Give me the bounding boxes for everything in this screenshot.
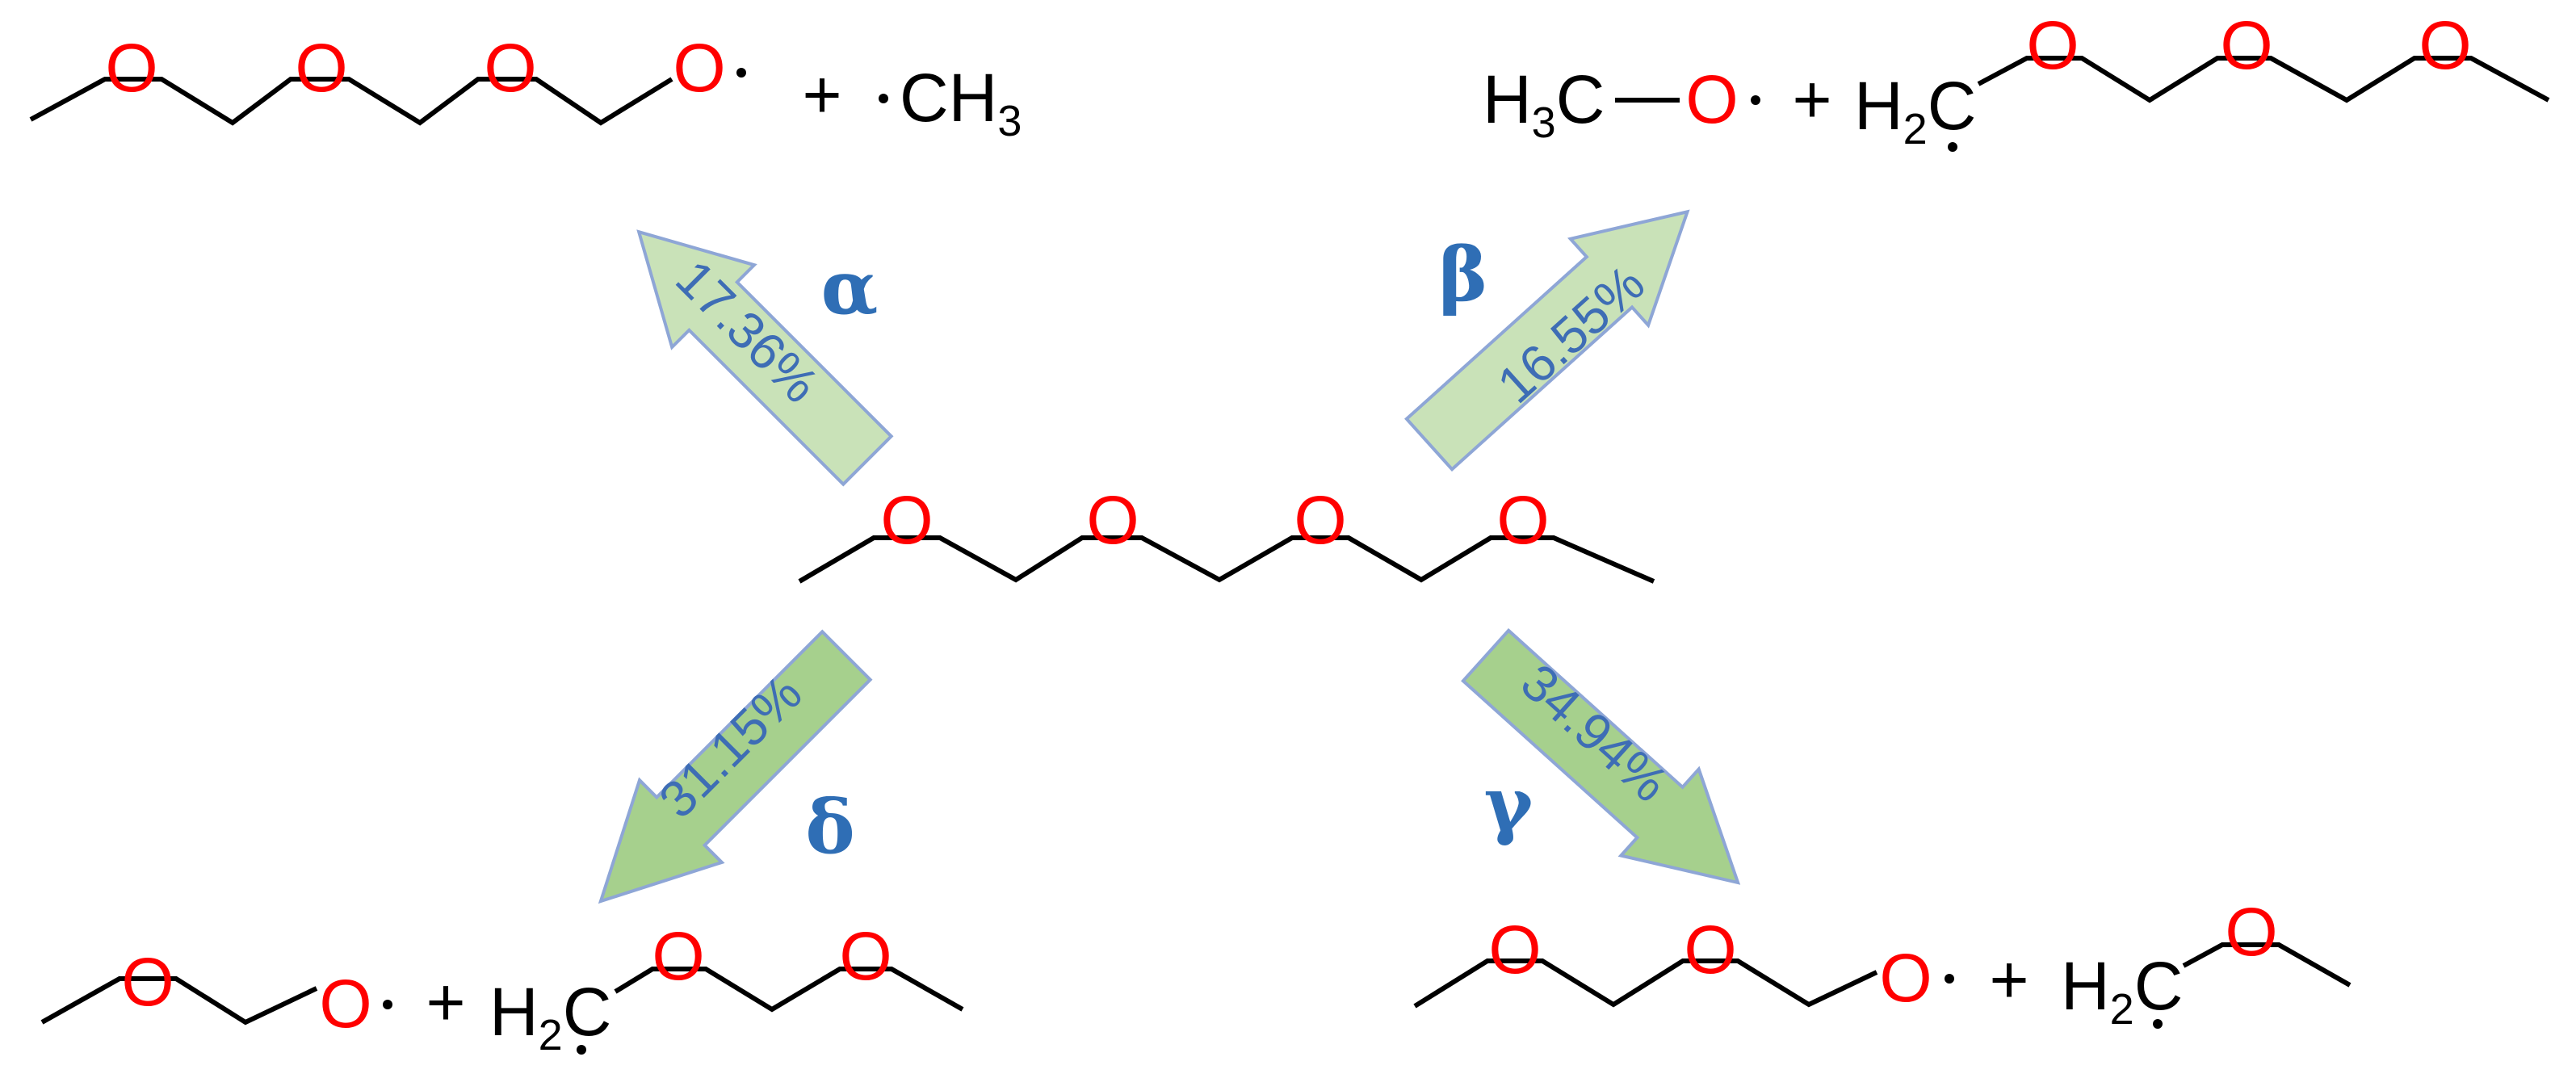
center-atom-o2: O bbox=[1086, 482, 1139, 558]
beta-arrow: 16.55% bbox=[1404, 209, 1690, 472]
gamma-greek-label: γ bbox=[1484, 761, 1534, 848]
delta-arrow-shape bbox=[598, 629, 873, 904]
alpha-radical-dot-1 bbox=[736, 68, 746, 78]
beta-atom-o2: O bbox=[2220, 7, 2272, 83]
pathway-gamma: 34.94% γ O O O + H2C O bbox=[1413, 627, 2352, 1034]
delta-ch2-radical: H2C bbox=[489, 974, 611, 1059]
gamma-ch2-radical: H2C bbox=[2061, 948, 2183, 1034]
delta-arrow: 31.15% bbox=[598, 629, 873, 904]
beta-atom-o3: O bbox=[2419, 7, 2471, 83]
center-atom-o1: O bbox=[880, 482, 933, 558]
delta-radical-dot-1 bbox=[383, 1000, 392, 1009]
pathway-alpha: O O O O + CH3 17.36% α bbox=[29, 30, 1022, 487]
gamma-product-backbone-1 bbox=[1413, 958, 1878, 1009]
gamma-product-backbone-2 bbox=[2182, 942, 2352, 988]
gamma-atom-o2: O bbox=[1684, 912, 1736, 988]
beta-ch2-radical: H2C bbox=[1854, 68, 1976, 153]
alpha-atom-o2: O bbox=[295, 30, 347, 106]
center-atom-o3: O bbox=[1294, 482, 1346, 558]
beta-product-backbone bbox=[1977, 56, 2550, 103]
center-molecule: O O O O bbox=[798, 482, 1655, 584]
beta-atom-o1: O bbox=[2026, 7, 2079, 83]
alpha-atom-o3: O bbox=[484, 30, 536, 106]
beta-plus-sign: + bbox=[1792, 61, 1831, 137]
alpha-product: O O O O + CH3 bbox=[29, 30, 1022, 145]
alpha-product-backbone bbox=[29, 77, 673, 126]
delta-atom-o1: O bbox=[121, 944, 174, 1020]
pathway-delta: 31.15% δ O O + H2C O O bbox=[40, 629, 964, 1059]
beta-product: H3C O + H2C O O O bbox=[1483, 7, 2550, 153]
gamma-atom-o4: O bbox=[2225, 894, 2277, 970]
alpha-atom-o1: O bbox=[105, 30, 157, 106]
gamma-atom-o1: O bbox=[1488, 912, 1541, 988]
delta-atom-o4: O bbox=[839, 918, 892, 994]
gamma-radical-dot-1 bbox=[1945, 974, 1954, 984]
alpha-plus-sign: + bbox=[802, 57, 841, 132]
alpha-atom-o4: O bbox=[673, 30, 725, 106]
beta-greek-label: β bbox=[1438, 231, 1487, 318]
alpha-methyl-radical: CH3 bbox=[900, 60, 1022, 145]
center-molecule-backbone bbox=[798, 535, 1655, 584]
pathway-beta: H3C O + H2C O O O 16.55% β bbox=[1404, 7, 2550, 472]
gamma-product: O O O + H2C O bbox=[1413, 894, 2352, 1034]
center-atom-o4: O bbox=[1496, 482, 1549, 558]
gamma-plus-sign: + bbox=[1989, 942, 2028, 1017]
beta-radical-dot-1 bbox=[1751, 95, 1760, 105]
delta-product-backbone-1 bbox=[40, 976, 318, 1026]
beta-methoxy-h3c: H3C bbox=[1483, 61, 1605, 147]
delta-product-backbone-2 bbox=[614, 967, 964, 1013]
alpha-arrow: 17.36% bbox=[636, 229, 894, 487]
alpha-greek-label: α bbox=[821, 244, 879, 331]
delta-plus-sign: + bbox=[426, 964, 465, 1040]
delta-greek-label: δ bbox=[805, 783, 854, 870]
gamma-arrow-shape bbox=[1461, 627, 1741, 885]
beta-arrow-shape bbox=[1404, 209, 1690, 472]
beta-methoxy-atom-o: O bbox=[1685, 61, 1738, 137]
delta-atom-o2: O bbox=[319, 966, 371, 1042]
alpha-radical-dot-2 bbox=[879, 94, 888, 103]
delta-product: O O + H2C O O bbox=[40, 918, 964, 1059]
gamma-atom-o3: O bbox=[1879, 940, 1932, 1016]
delta-atom-o3: O bbox=[652, 918, 704, 994]
gamma-radical-dot-2 bbox=[2153, 1019, 2163, 1029]
beta-radical-dot-2 bbox=[1948, 142, 1957, 152]
alpha-arrow-shape bbox=[636, 229, 894, 487]
delta-radical-dot-2 bbox=[577, 1045, 586, 1055]
